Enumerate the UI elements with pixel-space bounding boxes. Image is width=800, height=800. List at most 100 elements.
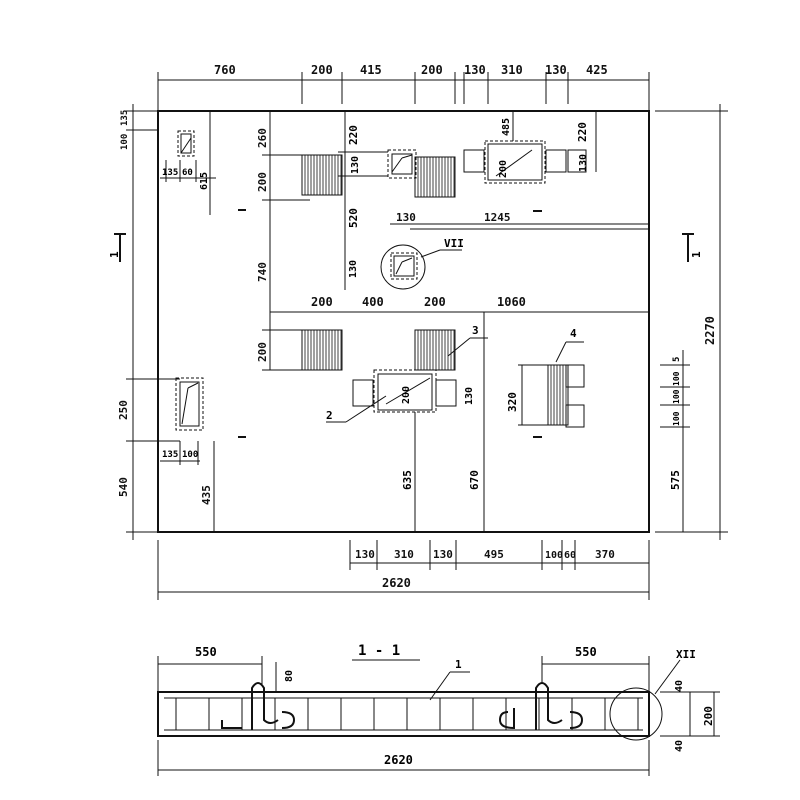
- inner-dim-200b: 200: [256, 342, 269, 362]
- section-top-dim: 80: [284, 670, 295, 682]
- dim-1060: 1060: [497, 295, 526, 309]
- dim-520: 520: [347, 208, 360, 228]
- dim-135-upper: 135: [162, 168, 178, 178]
- left-dim-250: 250: [117, 400, 130, 420]
- dim-670: 670: [468, 470, 481, 490]
- dim-200-h1: 200: [311, 295, 333, 309]
- callout-2: 2: [326, 409, 333, 422]
- bottom-dim-1: 130: [355, 548, 375, 561]
- dim-135-lower: 135: [162, 450, 178, 460]
- dim-200-insert: 200: [498, 160, 509, 178]
- bottom-dim-7: 370: [595, 548, 615, 561]
- hook-right-b: [569, 711, 584, 729]
- plan-view: 760 200 415 200 130 310 130 425 130 310 …: [108, 63, 728, 600]
- lifting-loop-right: [535, 682, 563, 730]
- inner-left-vertical-chain: 260 200 740 200 435: [200, 111, 310, 532]
- stirrups: [175, 698, 639, 730]
- hatched-block-2: [414, 156, 456, 198]
- bottom-dim-6: 60: [564, 550, 576, 561]
- callout-4: 4: [570, 327, 577, 340]
- dim-130-mid: 130: [350, 156, 361, 174]
- dim-130-h: 130: [396, 211, 416, 224]
- lifting-loop-left: [251, 682, 279, 730]
- left-dimension-chain: 100 135 250 540: [117, 104, 180, 540]
- right-total-height: 2270: [655, 104, 728, 540]
- inner-dim-435: 435: [200, 485, 213, 505]
- dim-200-h2: 200: [424, 295, 446, 309]
- section-mark-right: 1: [682, 233, 703, 262]
- hook-left-b: [281, 711, 296, 729]
- left-lower-opening: 135 100: [160, 377, 204, 465]
- section-cover-bottom: 40: [674, 740, 685, 752]
- dim-220-mid: 220: [347, 125, 360, 145]
- upper-middle-insert: 220 130 520: [338, 111, 417, 290]
- section-mark-right-label: 1: [690, 251, 703, 258]
- left-dim-540: 540: [117, 477, 130, 497]
- dim-320: 320: [506, 392, 519, 412]
- bottom-dim-2: 310: [394, 548, 414, 561]
- dim-100-lower: 100: [182, 450, 198, 460]
- dim-130-right: 130: [578, 154, 589, 172]
- dim-60: 60: [182, 168, 193, 178]
- section-left-dim: 550: [195, 645, 217, 659]
- inner-dim-200a: 200: [256, 172, 269, 192]
- hook-right-a: [498, 708, 515, 730]
- inner-dim-260: 260: [256, 128, 269, 148]
- dim-130-vii: 130: [348, 260, 359, 278]
- section-mark-left-label: 1: [108, 251, 121, 258]
- dim-5: 5: [672, 357, 682, 362]
- top-dim-1: 760: [214, 63, 236, 77]
- total-width: 2620: [382, 576, 411, 590]
- detail-xii-label: XII: [676, 648, 696, 661]
- left-upper-opening: 135 60 615: [160, 111, 216, 215]
- top-dim-3: 415: [360, 63, 382, 77]
- top-dimension-chain: 760 200 415 200 130 310 130 425: [157, 63, 650, 111]
- dim-100-a: 100: [672, 371, 681, 386]
- left-dim-135: 135: [120, 110, 130, 126]
- hatched-block-1: [301, 154, 343, 196]
- section-cover-top: 40: [674, 680, 685, 692]
- top-dim-7: 130: [545, 63, 567, 77]
- upper-right-insert: 485 200 220 130: [463, 111, 597, 184]
- dim-615: 615: [199, 172, 210, 190]
- beam-outline: [157, 691, 650, 737]
- dim-100-c: 100: [672, 411, 681, 426]
- dim-400-h: 400: [362, 295, 384, 309]
- section-width: 2620: [384, 753, 413, 767]
- bottom-dim-5: 100: [545, 550, 563, 561]
- dim-100-b: 100: [672, 389, 681, 404]
- bottom-dim-4: 495: [484, 548, 504, 561]
- lower-middle-insert: 200 635 670 130 2 3: [326, 312, 488, 532]
- inner-dim-740: 740: [256, 262, 269, 282]
- dim-130-lower: 130: [464, 387, 475, 405]
- dim-575: 575: [669, 470, 682, 490]
- mid-horizontal-dims: 130 1245 200 400 200 1060: [298, 211, 649, 313]
- section-height: 200: [702, 706, 715, 726]
- dim-200-lower-insert: 200: [401, 386, 412, 404]
- callout-3: 3: [472, 324, 479, 337]
- hatched-block-5: [547, 364, 569, 426]
- detail-vii: 130 VII: [348, 237, 464, 290]
- tick-marks: [238, 209, 542, 438]
- dim-635: 635: [401, 470, 414, 490]
- dim-1245: 1245: [484, 211, 511, 224]
- section-mark-left: 1: [108, 233, 126, 262]
- top-dim-8: 425: [586, 63, 608, 77]
- detail-xii-circle: [609, 687, 663, 741]
- top-dim-2: 200: [311, 63, 333, 77]
- top-dim-6: 310: [501, 63, 523, 77]
- bottom-dimension-chain: 130 310 130 495 100 60 370 2620: [157, 540, 650, 600]
- section-title: 1 - 1: [358, 643, 400, 659]
- total-height: 2270: [703, 316, 717, 345]
- bottom-dim-3: 130: [433, 548, 453, 561]
- dim-485: 485: [501, 118, 512, 136]
- left-dim-100: 100: [120, 134, 130, 150]
- top-dim-5: 130: [464, 63, 486, 77]
- dim-220-right: 220: [576, 122, 589, 142]
- hook-left-a: [221, 720, 242, 729]
- callout-vii: VII: [444, 237, 464, 250]
- hatched-block-3: [301, 329, 343, 371]
- right-insert-4: 320 4 5 100 100 100 575: [506, 327, 690, 532]
- section-view: 1 - 1 550 550 80 1 XII: [157, 643, 720, 776]
